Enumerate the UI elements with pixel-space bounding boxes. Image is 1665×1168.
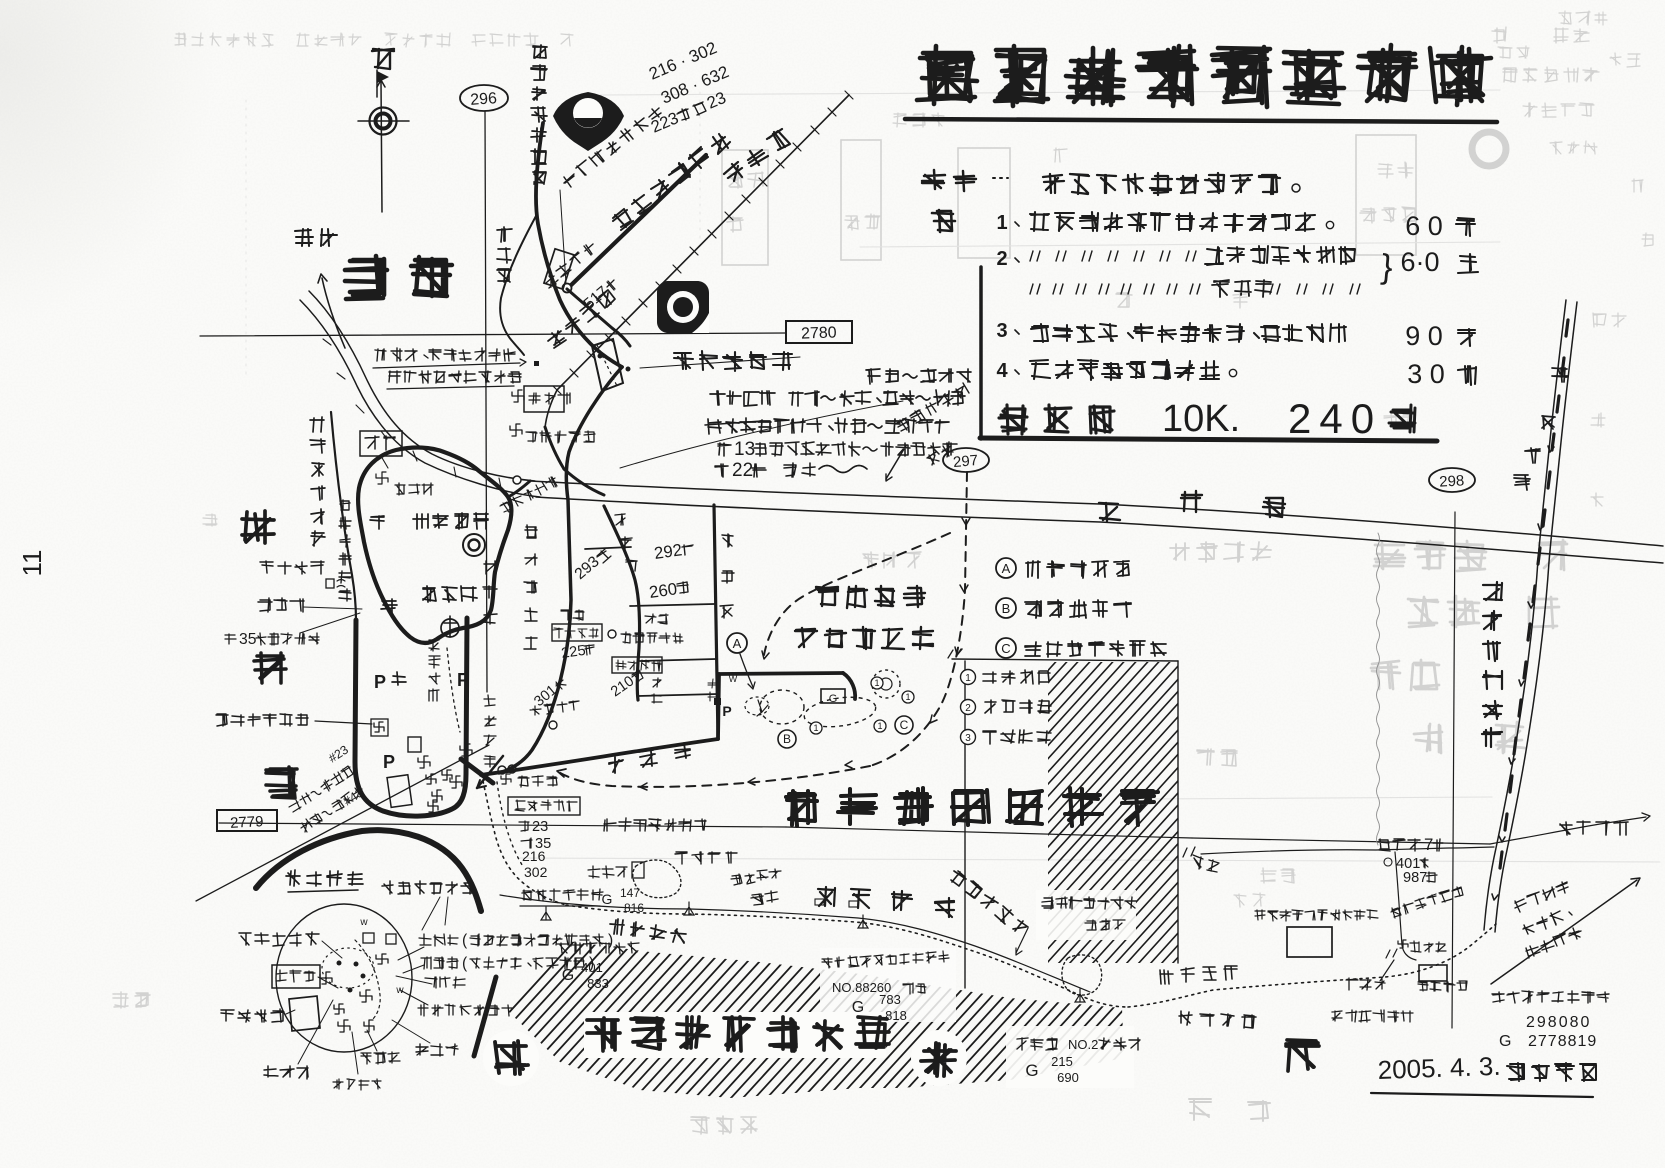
svg-text:260: 260	[648, 579, 678, 602]
svg-text:833: 833	[587, 976, 609, 991]
svg-text:147: 147	[620, 886, 640, 900]
svg-text:C: C	[900, 718, 909, 732]
svg-text:216: 216	[522, 848, 546, 864]
svg-text:297: 297	[952, 452, 978, 471]
svg-text:401: 401	[581, 960, 603, 975]
svg-text:818: 818	[885, 1008, 907, 1023]
svg-text:23: 23	[532, 819, 548, 835]
svg-text:816: 816	[624, 901, 644, 915]
svg-text:G: G	[1025, 1061, 1038, 1080]
svg-text:10K.: 10K.	[1162, 398, 1240, 440]
svg-text:G: G	[852, 999, 864, 1016]
svg-text:G: G	[562, 967, 574, 984]
svg-text:225: 225	[560, 643, 586, 662]
svg-text:3: 3	[965, 733, 971, 744]
svg-text:3 0: 3 0	[1407, 359, 1445, 389]
svg-text:P: P	[722, 703, 731, 719]
svg-text:215: 215	[1051, 1054, 1073, 1069]
svg-text:2778819: 2778819	[1528, 1033, 1597, 1050]
svg-text:987: 987	[1403, 870, 1427, 886]
svg-text:}: }	[1380, 248, 1395, 287]
svg-text:298080: 298080	[1526, 1014, 1591, 1031]
svg-text:2005. 4. 3.: 2005. 4. 3.	[1377, 1051, 1501, 1085]
svg-text:292: 292	[653, 540, 683, 563]
svg-text:G: G	[602, 891, 613, 907]
svg-text:4: 4	[996, 360, 1008, 382]
svg-text:35: 35	[535, 836, 551, 852]
svg-text:1: 1	[874, 678, 879, 688]
svg-text:9 0: 9 0	[1405, 321, 1443, 351]
svg-text:(: (	[462, 932, 468, 949]
svg-text:G: G	[829, 693, 838, 705]
svg-text:35: 35	[239, 631, 257, 648]
svg-text:G: G	[1499, 1033, 1511, 1050]
svg-text:1: 1	[996, 212, 1007, 234]
svg-text:NO.2: NO.2	[1068, 1037, 1098, 1052]
svg-text:1: 1	[905, 692, 910, 702]
svg-text:2: 2	[965, 703, 971, 714]
svg-text:): )	[608, 932, 613, 949]
svg-text:783: 783	[879, 992, 901, 1007]
svg-text:13: 13	[734, 439, 755, 460]
svg-text:22: 22	[732, 460, 753, 481]
svg-text:3: 3	[996, 320, 1007, 342]
svg-text:6 0: 6 0	[1405, 211, 1443, 241]
svg-text:1: 1	[877, 721, 882, 731]
svg-text:W: W	[729, 674, 738, 684]
svg-text:2: 2	[996, 248, 1007, 270]
svg-text:(: (	[462, 955, 468, 972]
svg-text:A: A	[1002, 561, 1011, 576]
svg-text:A: A	[733, 636, 742, 651]
svg-text:2779: 2779	[230, 813, 264, 832]
svg-text:6·0: 6·0	[1400, 247, 1439, 277]
svg-text:302: 302	[524, 864, 548, 880]
svg-text:1: 1	[813, 723, 818, 733]
svg-text:P: P	[383, 752, 395, 772]
svg-text:w: w	[359, 917, 368, 928]
svg-text:B: B	[783, 732, 791, 746]
svg-text:NO.88260: NO.88260	[832, 980, 891, 995]
svg-text:P: P	[457, 670, 469, 690]
svg-text:): )	[589, 955, 594, 972]
svg-text:240: 240	[1288, 395, 1382, 442]
svg-text:B: B	[1002, 601, 1011, 616]
svg-text:2780: 2780	[801, 324, 837, 342]
svg-text:11: 11	[17, 550, 47, 577]
svg-text:690: 690	[1057, 1070, 1079, 1085]
svg-text:1: 1	[965, 673, 971, 684]
svg-text:C: C	[1001, 641, 1010, 656]
svg-text:298: 298	[1439, 472, 1465, 490]
svg-text:7: 7	[1424, 835, 1433, 854]
svg-text:401: 401	[1396, 856, 1420, 872]
svg-text:P: P	[374, 672, 386, 692]
svg-text:296: 296	[470, 90, 498, 109]
